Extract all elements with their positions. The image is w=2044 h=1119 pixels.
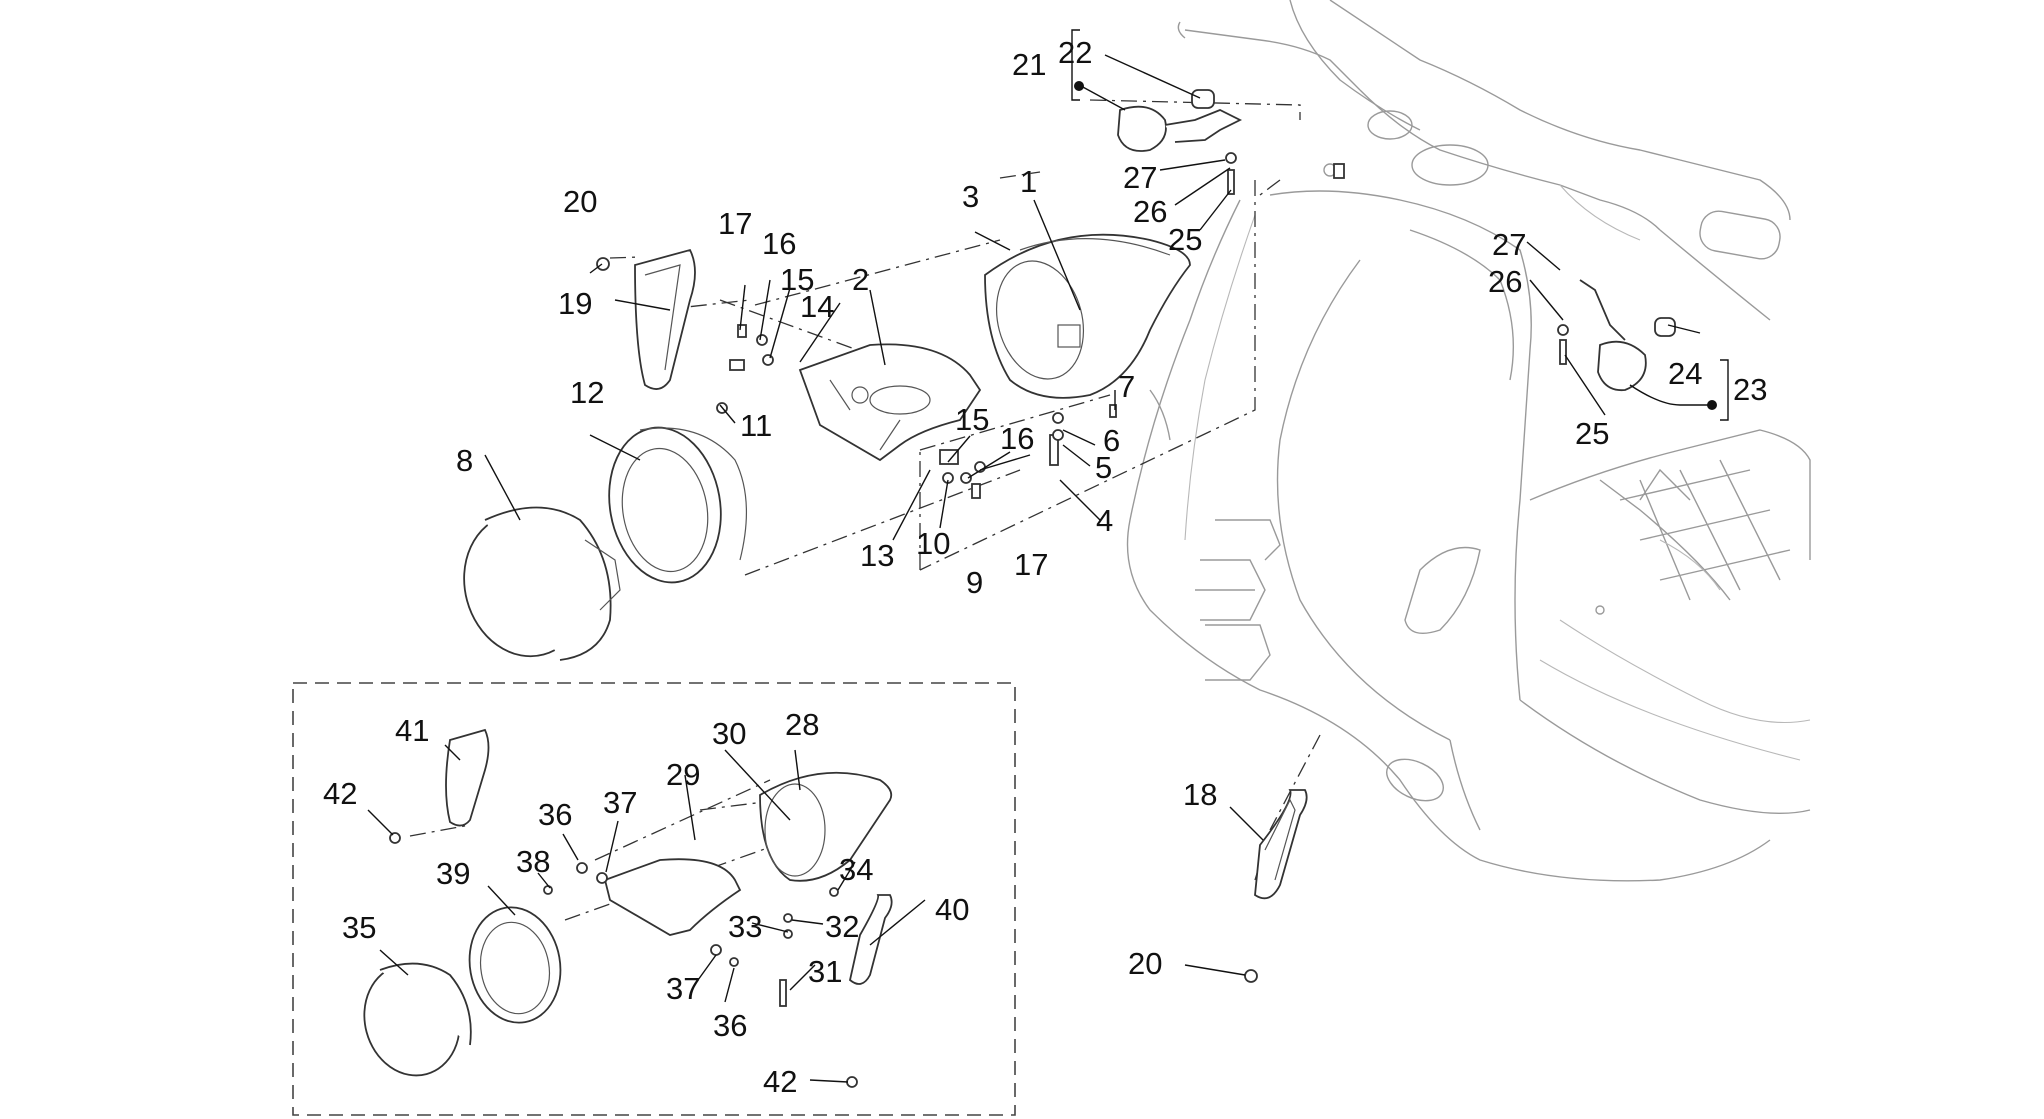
callout-36-bottom: 36: [713, 1008, 747, 1043]
callout-40: 40: [935, 892, 969, 927]
headlight-housing-part-1: [984, 233, 1191, 399]
callout-26-top: 26: [1133, 194, 1167, 229]
callout-17-top: 17: [718, 206, 752, 241]
callout-3: 3: [962, 179, 979, 214]
callout-labels: 1 2 3 4 5 6 7 8 9 10 11 12 13 14 15 15 1…: [323, 35, 1767, 1099]
callout-42-left: 42: [323, 776, 357, 811]
callout-27-top: 27: [1123, 160, 1157, 195]
callout-29: 29: [666, 757, 700, 792]
callout-18: 18: [1183, 777, 1217, 812]
callout-37-bottom: 37: [666, 971, 700, 1006]
callout-33: 33: [728, 909, 762, 944]
turn-indicator-assembly-21: [1074, 81, 1243, 152]
callout-34: 34: [839, 852, 873, 887]
callout-20-top: 20: [563, 184, 597, 219]
callout-32: 32: [825, 909, 859, 944]
callout-16-top: 16: [762, 226, 796, 261]
callout-14: 14: [800, 289, 834, 324]
callout-15-top: 15: [780, 262, 814, 297]
turn-indicator-assembly-23: [1579, 279, 1717, 410]
alternate-assembly-parts: [363, 728, 893, 1088]
callout-9: 9: [966, 565, 983, 600]
alternate-assembly-box: [292, 682, 1016, 1116]
headlight-lens-part-8: [463, 506, 621, 661]
callout-4: 4: [1096, 503, 1113, 538]
headlight-bracket-part-2: [798, 343, 982, 462]
callout-25-bottom: 25: [1575, 416, 1609, 451]
callout-36-left: 36: [538, 797, 572, 832]
callout-10: 10: [916, 526, 950, 561]
assembly-centerlines: [409, 99, 1321, 921]
headlight-rim-part-12: [608, 426, 748, 584]
callout-25-top: 25: [1168, 222, 1202, 257]
callout-19: 19: [558, 286, 592, 321]
turn-indicator-part-19: [634, 248, 696, 390]
callout-31: 31: [808, 954, 842, 989]
callout-23: 23: [1733, 372, 1767, 407]
callout-21: 21: [1012, 47, 1046, 82]
callout-8: 8: [456, 443, 473, 478]
callout-42-bottom: 42: [763, 1064, 797, 1099]
callout-28: 28: [785, 707, 819, 742]
callout-7: 7: [1118, 369, 1135, 404]
callout-13: 13: [860, 538, 894, 573]
side-reflector-part-18: [1254, 789, 1308, 900]
callout-37-top: 37: [603, 785, 637, 820]
callout-5: 5: [1095, 450, 1112, 485]
leader-lines: [367, 29, 1729, 1083]
callout-1: 1: [1020, 164, 1037, 199]
callout-16-right: 16: [1000, 421, 1034, 456]
callout-30: 30: [712, 716, 746, 751]
callout-11: 11: [740, 408, 772, 443]
callout-38: 38: [516, 844, 550, 879]
callout-39: 39: [436, 856, 470, 891]
callout-22: 22: [1058, 35, 1092, 70]
callout-12: 12: [570, 375, 604, 410]
callout-20-bottom: 20: [1128, 946, 1162, 981]
scooter-body-outline: [1126, 0, 1811, 882]
callout-2: 2: [852, 262, 869, 297]
callout-6: 6: [1103, 423, 1120, 458]
callout-17-bottom: 17: [1014, 547, 1048, 582]
callout-41: 41: [395, 713, 429, 748]
callout-26-bottom: 26: [1488, 264, 1522, 299]
callout-15-right: 15: [955, 402, 989, 437]
small-fasteners: [596, 152, 1569, 983]
callout-27-bottom: 27: [1492, 227, 1526, 262]
callout-24: 24: [1668, 356, 1702, 391]
callout-35: 35: [342, 910, 376, 945]
